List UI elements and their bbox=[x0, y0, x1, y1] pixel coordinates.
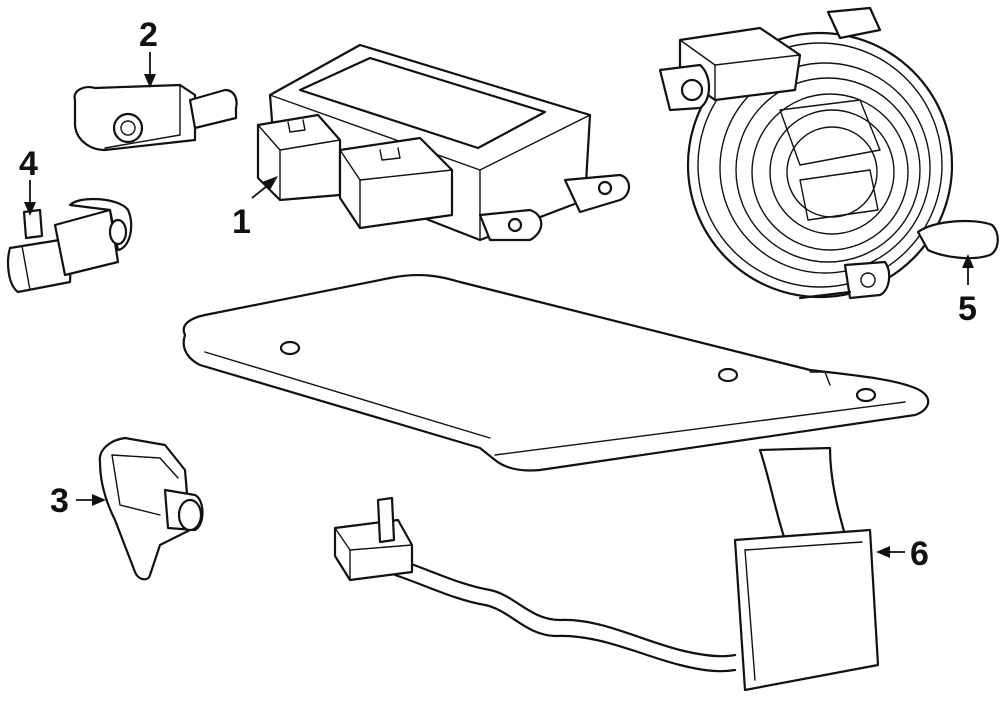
callout-1: 1 bbox=[232, 203, 251, 241]
callout-2: 2 bbox=[139, 16, 158, 54]
part-6-bracket-harness bbox=[182, 273, 930, 692]
callout-3: 3 bbox=[50, 482, 69, 520]
part-4-sensor bbox=[7, 197, 133, 294]
part-1-control-module bbox=[256, 43, 631, 242]
callout-arrows bbox=[24, 52, 974, 558]
part-5-clock-spring bbox=[658, 6, 999, 300]
part-3-sensor bbox=[98, 436, 204, 581]
callout-6: 6 bbox=[910, 535, 929, 573]
callout-4: 4 bbox=[19, 145, 38, 183]
callout-5: 5 bbox=[958, 290, 977, 328]
part-2-sensor bbox=[73, 83, 238, 152]
